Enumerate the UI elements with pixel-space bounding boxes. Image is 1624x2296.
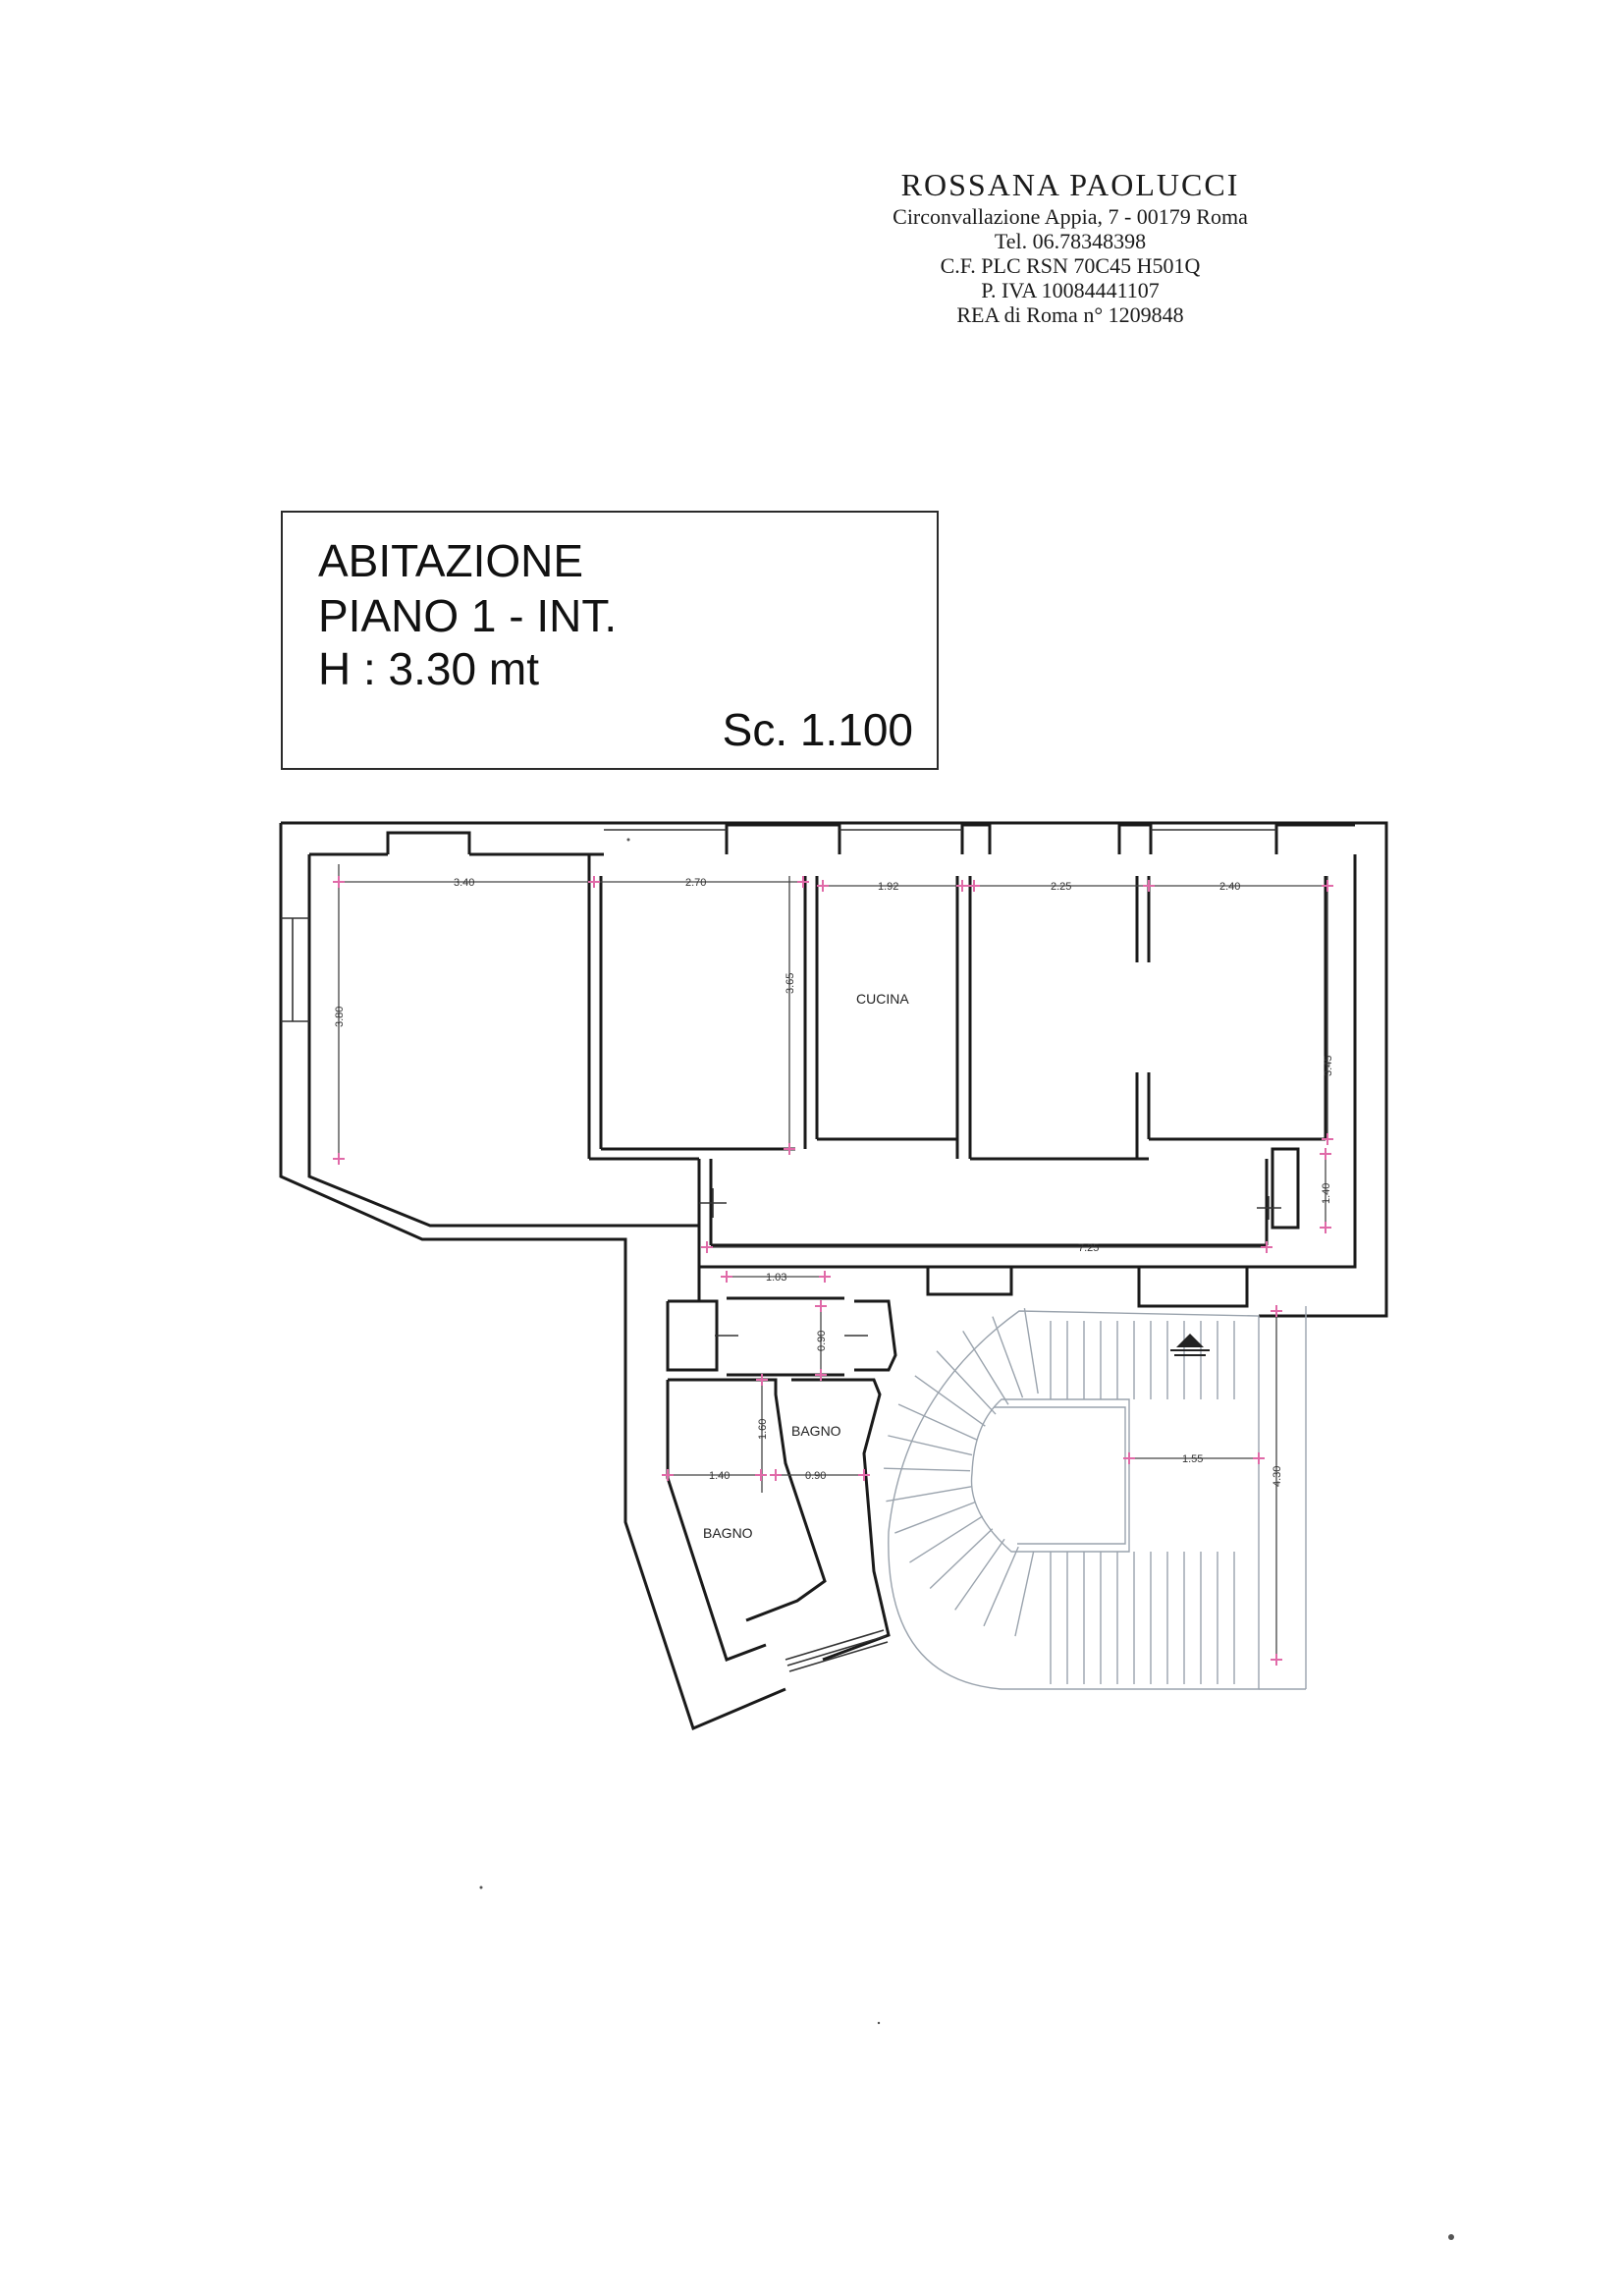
dim-1-40-corridor: 1.40 [1321, 1183, 1332, 1204]
stair-tread [1014, 1551, 1035, 1637]
stair-tread [936, 1350, 997, 1415]
stair-tread [909, 1515, 984, 1563]
title-box: ABITAZIONE PIANO 1 - INT. H : 3.30 mt Sc… [281, 511, 939, 770]
dim-2-40: 2.40 [1219, 881, 1240, 893]
stair-tread [894, 1501, 976, 1534]
dim-1-60: 1.60 [757, 1419, 769, 1440]
stair-tread [983, 1546, 1019, 1627]
dim-0-90-passage: 0.90 [816, 1331, 828, 1351]
stair-tread [884, 1467, 971, 1472]
stair-tread [992, 1316, 1024, 1398]
outer-walls [279, 821, 1388, 1731]
room-label-bagno-left: BAGNO [703, 1525, 753, 1541]
dim-3-45: 3.45 [1323, 1056, 1334, 1076]
stamp-piva: P. IVA 10084441107 [981, 278, 1160, 302]
company-stamp: ROSSANA PAOLUCCI Circonvallazione Appia,… [835, 165, 1306, 327]
scale-label: Sc. 1.100 [722, 704, 913, 755]
room-walls [587, 854, 1327, 1672]
stamp-address: Circonvallazione Appia, 7 - 00179 Roma [893, 204, 1248, 229]
stair-tread [914, 1375, 986, 1427]
stamp-phone: Tel. 06.78348398 [994, 229, 1147, 253]
dim-1-40-bath: 1.40 [709, 1470, 730, 1482]
room-labels: CUCINA BAGNO BAGNO [703, 991, 909, 1541]
title-line-2: PIANO 1 - INT. [318, 590, 618, 641]
dim-1-55: 1.55 [1182, 1453, 1203, 1465]
dim-3-65: 3.65 [785, 973, 796, 994]
dim-1-92: 1.92 [878, 881, 898, 893]
stair-tread [886, 1486, 972, 1503]
dimension-lines [333, 864, 1333, 1666]
dim-2-25: 2.25 [1051, 881, 1071, 893]
dim-7-25: 7.25 [1078, 1242, 1099, 1254]
title-line-1: ABITAZIONE [318, 535, 584, 586]
staircase [884, 1306, 1307, 1690]
room-label-bagno-right: BAGNO [791, 1423, 841, 1439]
stair-tread [897, 1403, 978, 1441]
dimension-labels: 3.40 2.70 1.92 2.25 2.40 3.80 3.65 3.45 … [334, 877, 1334, 1487]
stair-tread [888, 1435, 973, 1456]
stair-tread [1023, 1307, 1039, 1394]
dim-1-03: 1.03 [766, 1272, 786, 1284]
stair-tread [929, 1528, 994, 1590]
dim-3-40: 3.40 [454, 877, 474, 889]
stair-tread [954, 1538, 1005, 1611]
dim-2-70: 2.70 [685, 877, 706, 889]
dim-4-30: 4.30 [1272, 1466, 1283, 1487]
stamp-name: ROSSANA PAOLUCCI [900, 167, 1240, 202]
dim-3-80: 3.80 [334, 1007, 346, 1027]
stair-tread [962, 1330, 1009, 1405]
room-label-cucina: CUCINA [856, 991, 909, 1007]
door-markers [699, 1188, 1281, 1337]
title-line-3: H : 3.30 mt [318, 643, 539, 694]
specks [479, 838, 1454, 2240]
dim-0-90-bath: 0.90 [805, 1470, 826, 1482]
stamp-rea: REA di Roma n° 1209848 [956, 302, 1184, 327]
stamp-cf: C.F. PLC RSN 70C45 H501Q [940, 253, 1201, 278]
